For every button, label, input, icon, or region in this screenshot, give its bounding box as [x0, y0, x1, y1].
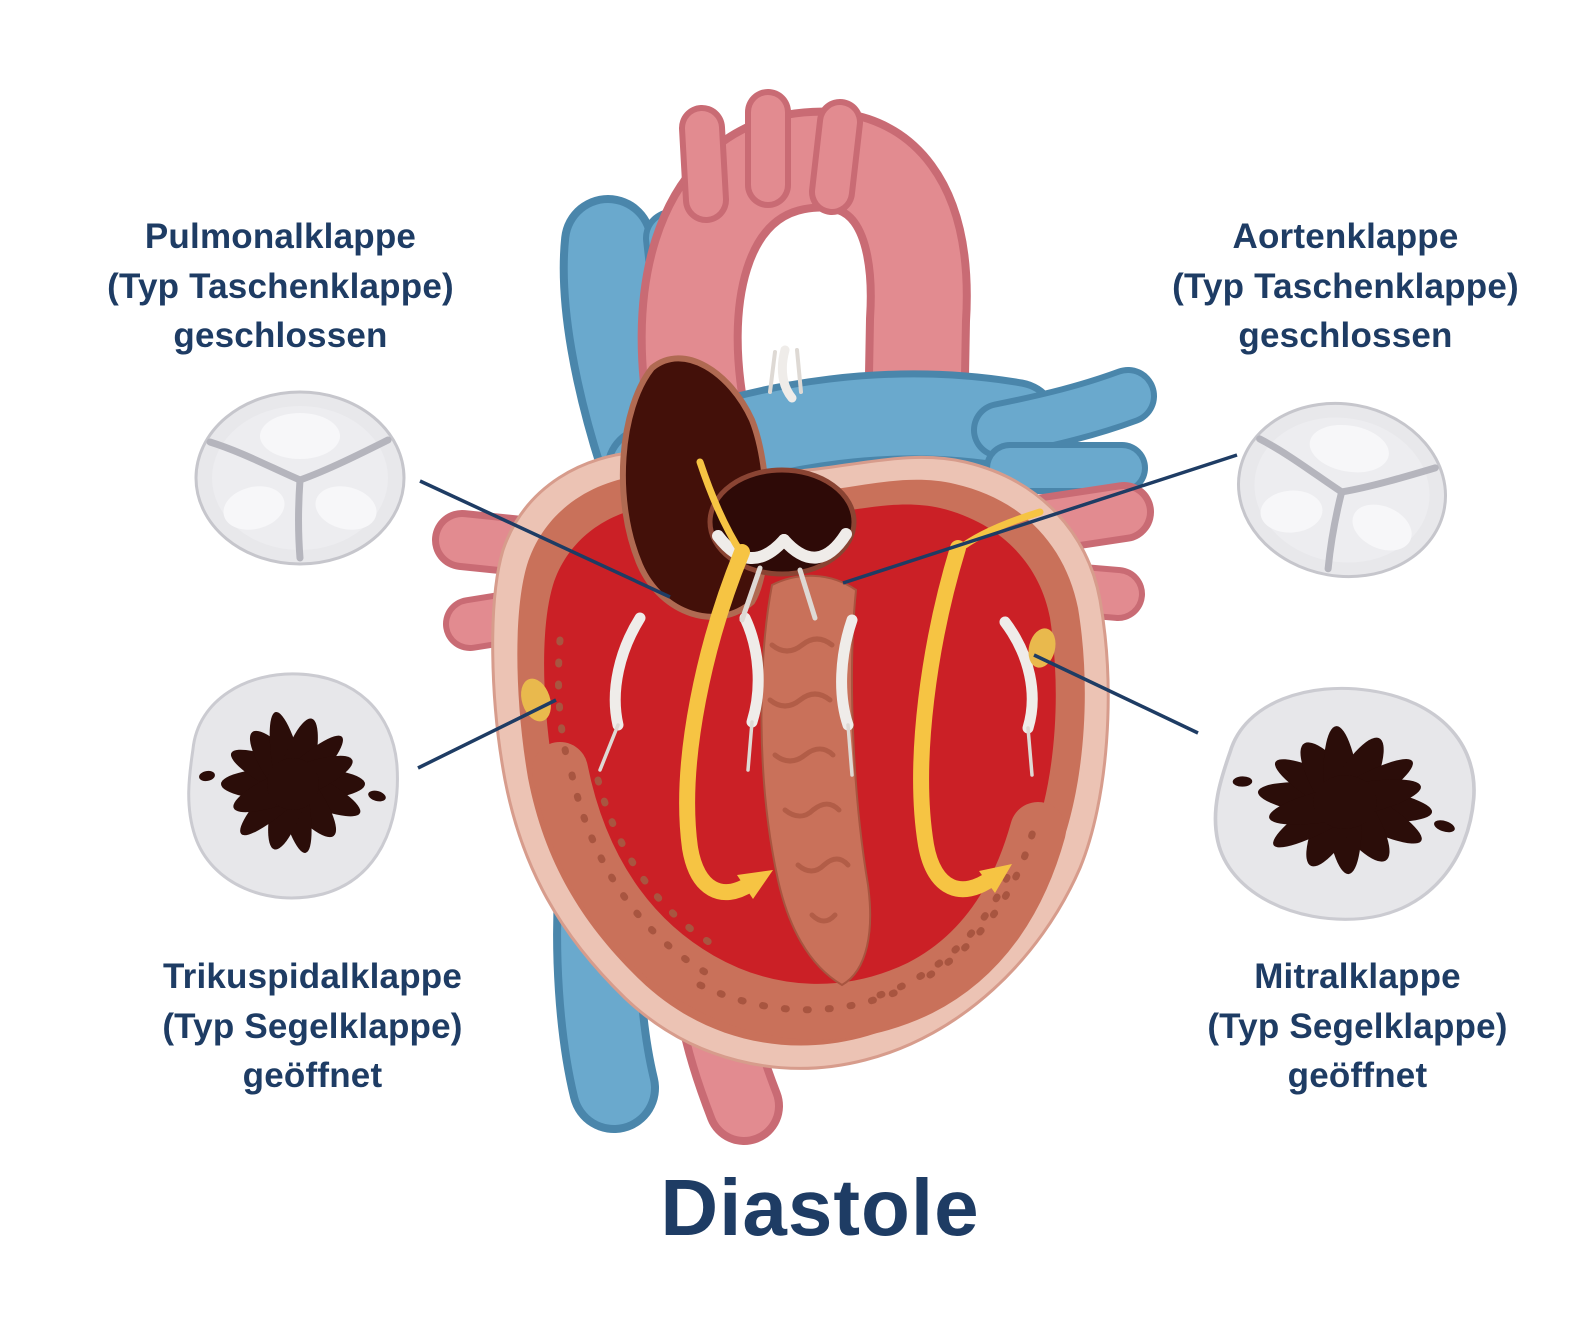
trabeculae-band [532, 636, 1066, 1040]
diagram-title: Diastole [660, 1163, 980, 1252]
label-pulmonary-valve-state: geschlossen [173, 316, 388, 356]
label-tricuspid-valve-state: geöffnet [242, 1056, 383, 1096]
label-mitral-valve: Mitralklappe (Typ Segelklappe) geöffnet [1150, 952, 1565, 1101]
label-aortic-valve-type: (Typ Taschenklappe) [1172, 266, 1519, 306]
label-tricuspid-valve: Trikuspidalklappe (Typ Segelklappe) geöf… [95, 952, 530, 1101]
epicardial-fat-left [521, 678, 551, 722]
label-mitral-valve-type: (Typ Segelklappe) [1207, 1006, 1508, 1046]
label-tricuspid-valve-name: Trikuspidalklappe [162, 957, 463, 996]
label-mitral-valve-state: geöffnet [1287, 1056, 1428, 1096]
aorta [637, 89, 971, 482]
pulmonary-valve-closed-icon [196, 392, 404, 564]
leader-line-mitral [1033, 653, 1199, 735]
aortic-valve-cusps [712, 528, 852, 564]
label-pulmonary-valve: Pulmonalklappe (Typ Taschenklappe) gesch… [78, 212, 483, 361]
leader-line-tricuspid [417, 698, 557, 770]
flow-arrow-right-ventricle [679, 458, 773, 901]
mitral-valve-open-icon [1197, 672, 1492, 936]
tricuspid-leaflets [598, 565, 764, 772]
label-aortic-valve-state: geschlossen [1238, 316, 1453, 356]
leader-line-pulmonary [419, 479, 671, 599]
label-pulmonary-valve-name: Pulmonalklappe [144, 217, 417, 256]
chordae-top [768, 345, 803, 403]
label-aortic-valve-name: Aortenklappe [1232, 217, 1459, 256]
leader-line-aortic [842, 453, 1238, 585]
aortic-valve-closed-icon [1225, 387, 1460, 593]
mitral-leaflets [797, 567, 1038, 777]
label-mitral-valve-name: Mitralklappe [1254, 957, 1461, 996]
epicardial-fat-right [1028, 628, 1056, 668]
label-aortic-valve: Aortenklappe (Typ Taschenklappe) geschlo… [1138, 212, 1553, 361]
aorta-branches [679, 89, 863, 223]
tricuspid-valve-open-icon [187, 672, 399, 900]
label-pulmonary-valve-type: (Typ Taschenklappe) [107, 266, 454, 306]
label-tricuspid-valve-type: (Typ Segelklappe) [162, 1006, 463, 1046]
